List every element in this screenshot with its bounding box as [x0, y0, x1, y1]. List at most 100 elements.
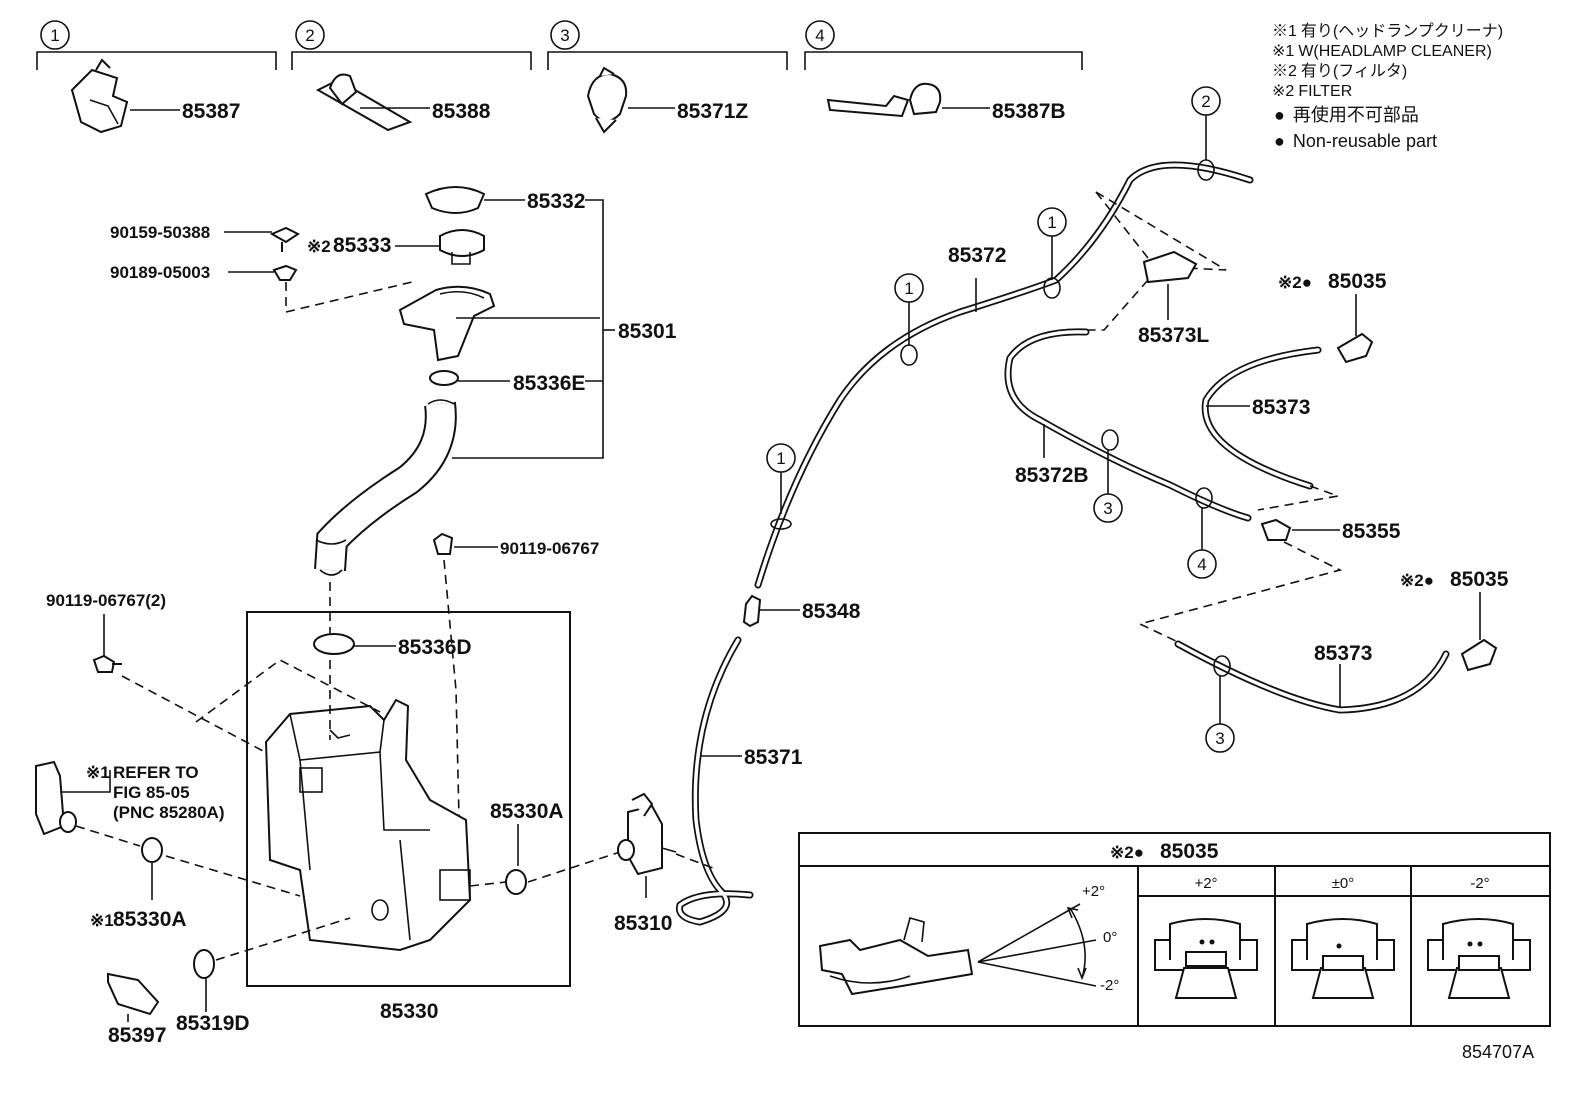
filter-85333-icon — [439, 229, 485, 257]
connector-85355-icon — [1260, 518, 1292, 541]
check-valve-85035-lower-icon — [1460, 638, 1498, 672]
part-label-85387: 85387 — [182, 100, 240, 123]
inset-col-minus: -2° — [1470, 875, 1489, 892]
inset-85035: ※2● 85035 +2° 0° -2° +2° ±0° -2° — [798, 832, 1551, 1027]
part-label-90189-05003: 90189-05003 — [110, 263, 210, 282]
legend-line-6: ●Non-reusable part — [1274, 131, 1437, 151]
tank-group-box — [246, 611, 571, 987]
grommet-85330A-left: ※1 85330A — [90, 837, 187, 931]
hose-85373-lower — [1174, 640, 1450, 714]
cap-85332-icon — [424, 186, 486, 214]
callout-1-a: 1 — [776, 449, 785, 468]
clip-85388-icon — [315, 73, 413, 132]
headlamp-pump-ref: ※1 REFER TO FIG 85-05 (PNC 85280A) — [35, 760, 301, 897]
part-label-85035-upper-mark: ※2● — [1278, 273, 1312, 292]
nozzle-85373L-icon — [1142, 250, 1198, 284]
part-label-85035-lower: 85035 — [1450, 568, 1509, 591]
filler-neck-85301-icon — [398, 285, 496, 362]
refer-line-3: (PNC 85280A) — [113, 803, 225, 822]
grommet-85330A-right: 85330A — [469, 800, 621, 895]
callout-1-c: 1 — [1047, 213, 1056, 232]
grommet-85336D-icon — [313, 633, 355, 655]
seal-85336E-icon — [429, 370, 459, 386]
part-label-85388: 85388 — [432, 100, 491, 123]
bolt-90119-left: 90119-06767(2) — [46, 591, 381, 761]
part-label-85373-lower: 85373 — [1314, 642, 1372, 665]
clip-group-4-number: 4 — [815, 26, 824, 45]
part-label-85301: 85301 — [618, 320, 677, 343]
clip-group-4: 4 85387B — [804, 20, 1083, 123]
clip-group-3-number: 3 — [560, 26, 569, 45]
part-label-85310: 85310 — [614, 912, 672, 935]
washer-tank-icon — [264, 698, 472, 952]
part-label-85371: 85371 — [744, 746, 803, 769]
clip-group-2: 2 85388 — [291, 20, 532, 132]
part-label-85371Z: 85371Z — [677, 100, 748, 123]
part-label-85387B: 85387B — [992, 100, 1066, 123]
part-label-85330: 85330 — [380, 1000, 438, 1023]
connector-view-zero-icon — [1291, 918, 1395, 999]
angle-zero: 0° — [1103, 929, 1117, 946]
clip-85371Z-icon — [586, 66, 628, 134]
callout-2: 2 — [1201, 92, 1210, 111]
part-label-85372: 85372 — [948, 244, 1006, 267]
part-label-85336D: 85336D — [398, 636, 472, 659]
clip-group-1: 1 85387 — [36, 20, 277, 134]
part-label-85333: 85333 — [333, 234, 391, 257]
gasket-85319D: 85319D — [176, 917, 351, 1035]
part-label-85035-upper: 85035 — [1328, 270, 1387, 293]
part-label-85373L: 85373L — [1138, 324, 1209, 347]
filler-assembly: 85332 85301 ※2 85333 90159-50388 90189-0… — [110, 186, 677, 640]
callout-4: 4 — [1197, 555, 1206, 574]
part-label-85333-mark: ※2 — [307, 237, 331, 256]
part-label-90119-06767-2: 90119-06767(2) — [46, 591, 166, 610]
refer-line-2: FIG 85-05 — [113, 783, 190, 802]
refer-line-1: REFER TO — [113, 763, 199, 782]
part-label-85348: 85348 — [802, 600, 861, 623]
clip-group-2-number: 2 — [305, 26, 314, 45]
clip-85387-icon — [70, 58, 129, 134]
inset-title: 85035 — [1160, 840, 1219, 863]
clip-85387B-icon — [826, 82, 942, 118]
angle-minus-2: -2° — [1100, 977, 1119, 994]
part-label-85330A-left-mark: ※1 — [90, 911, 114, 930]
pump-85310: 85310 — [614, 792, 677, 935]
hose-85371 — [675, 636, 754, 926]
callout-1-b: 1 — [904, 279, 913, 298]
part-label-90159-50388: 90159-50388 — [110, 223, 210, 242]
part-label-85372B: 85372B — [1015, 464, 1089, 487]
bolt-90119-top: 90119-06767 — [432, 532, 599, 861]
check-valve-85035-upper-icon — [1336, 332, 1374, 364]
part-label-85330A-left: 85330A — [113, 908, 187, 931]
joint-85348-icon — [742, 594, 762, 628]
part-label-85373-upper: 85373 — [1252, 396, 1310, 419]
nozzle-spray-angle-icon — [818, 903, 1097, 996]
inset-title-mark: ※2● — [1110, 843, 1144, 862]
part-label-85355: 85355 — [1342, 520, 1401, 543]
clip-group-3: 3 85371Z — [547, 20, 788, 134]
callout-3-a: 3 — [1103, 499, 1112, 518]
angle-plus-2: +2° — [1082, 883, 1105, 900]
part-label-85330A: 85330A — [490, 800, 564, 823]
part-label-85397: 85397 — [108, 1024, 166, 1047]
inset-col-zero: ±0° — [1332, 875, 1355, 892]
clip-group-1-number: 1 — [50, 26, 59, 45]
clip-90189-icon — [272, 264, 298, 281]
connector-view-plus-icon — [1154, 918, 1258, 999]
screw-90159-icon — [269, 226, 300, 252]
hose-85372 — [754, 161, 1254, 589]
part-label-85035-lower-mark: ※2● — [1400, 571, 1434, 590]
part-label-90119-06767: 90119-06767 — [500, 539, 599, 558]
inset-col-plus: +2° — [1194, 875, 1217, 892]
part-label-85319D: 85319D — [176, 1012, 250, 1035]
connector-view-minus-icon — [1427, 918, 1531, 999]
figure-id: 854707A — [1462, 1042, 1534, 1062]
callout-3-b: 3 — [1215, 729, 1224, 748]
refer-mark: ※1 — [86, 763, 110, 782]
